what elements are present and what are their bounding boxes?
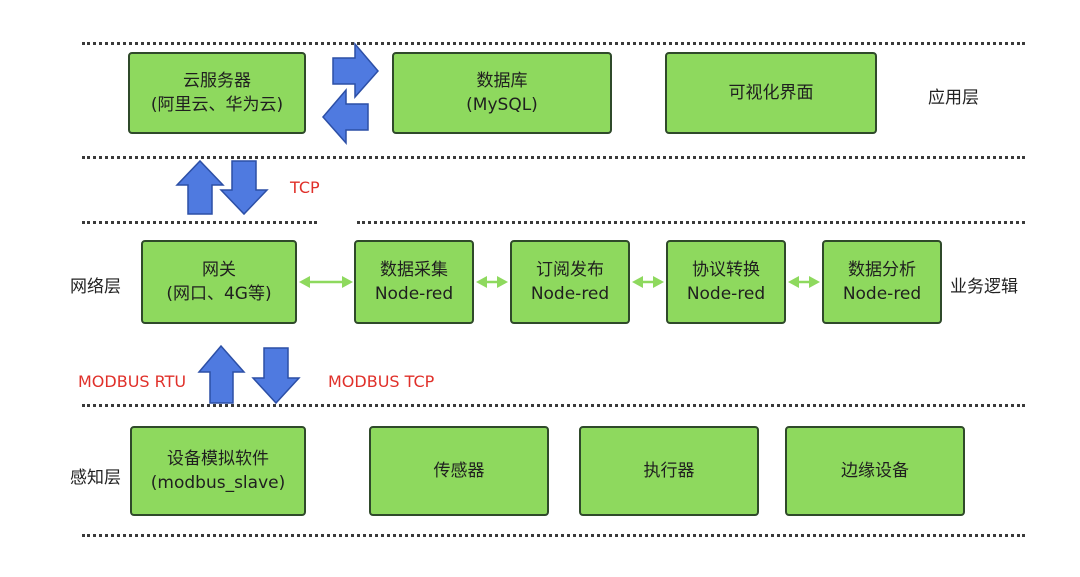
device-simulator-title: 设备模拟软件	[167, 449, 269, 469]
tcp-label: TCP	[290, 178, 320, 197]
arrow-down-to-simulator	[251, 347, 301, 405]
gateway-box: 网关 (网口、4G等)	[141, 240, 297, 324]
gateway-title: 网关	[202, 260, 236, 280]
data-collect-title: 数据采集	[380, 260, 448, 280]
arrow-up-to-cloud	[175, 159, 225, 215]
link-gateway-collect	[299, 276, 353, 288]
sensor-title: 传感器	[433, 461, 485, 481]
device-simulator-subtitle: (modbus_slave)	[150, 473, 286, 493]
database-box: 数据库 (MySQL)	[392, 52, 612, 134]
data-analysis-box: 数据分析 Node-red	[822, 240, 942, 324]
arrow-down-to-gateway	[219, 160, 269, 216]
sensor-box: 传感器	[369, 426, 549, 516]
link-collect-pubsub	[476, 276, 508, 288]
pubsub-subtitle: Node-red	[530, 284, 610, 304]
actuator-box: 执行器	[579, 426, 759, 516]
cloud-server-box: 云服务器 (阿里云、华为云)	[128, 52, 306, 134]
perception-layer-label: 感知层	[70, 468, 121, 488]
protocol-convert-subtitle: Node-red	[686, 284, 766, 304]
arrow-left-to-cloud	[322, 87, 369, 145]
separator-network-top-left	[82, 221, 317, 224]
separator-network-top-right	[357, 221, 1025, 224]
arrow-up-to-gateway	[197, 344, 246, 404]
pubsub-title: 订阅发布	[536, 260, 604, 280]
cloud-server-title: 云服务器	[183, 71, 251, 91]
visualization-title: 可视化界面	[728, 83, 814, 103]
edge-device-title: 边缘设备	[841, 461, 909, 481]
link-protocol-analysis	[788, 276, 820, 288]
separator-perception-top	[82, 404, 1025, 407]
separator-app-bottom	[82, 156, 1025, 159]
data-analysis-title: 数据分析	[848, 260, 916, 280]
cloud-server-subtitle: (阿里云、华为云)	[150, 95, 284, 115]
data-collect-subtitle: Node-red	[374, 284, 454, 304]
pubsub-box: 订阅发布 Node-red	[510, 240, 630, 324]
modbus-tcp-label: MODBUS TCP	[328, 372, 435, 391]
edge-device-box: 边缘设备	[785, 426, 965, 516]
arrow-right-to-database	[332, 41, 379, 99]
separator-bottom	[82, 534, 1025, 537]
data-collect-box: 数据采集 Node-red	[354, 240, 474, 324]
database-title: 数据库	[476, 71, 528, 91]
separator-top	[82, 42, 1025, 45]
database-subtitle: (MySQL)	[466, 95, 538, 115]
modbus-rtu-label: MODBUS RTU	[78, 372, 187, 391]
network-layer-label: 网络层	[70, 277, 121, 297]
data-analysis-subtitle: Node-red	[842, 284, 922, 304]
link-pubsub-protocol	[632, 276, 664, 288]
actuator-title: 执行器	[643, 461, 695, 481]
protocol-convert-title: 协议转换	[692, 260, 760, 280]
visualization-box: 可视化界面	[665, 52, 877, 134]
device-simulator-box: 设备模拟软件 (modbus_slave)	[130, 426, 306, 516]
business-logic-label: 业务逻辑	[950, 277, 1018, 297]
application-layer-label: 应用层	[928, 88, 979, 108]
gateway-subtitle: (网口、4G等)	[166, 284, 272, 304]
protocol-convert-box: 协议转换 Node-red	[666, 240, 786, 324]
